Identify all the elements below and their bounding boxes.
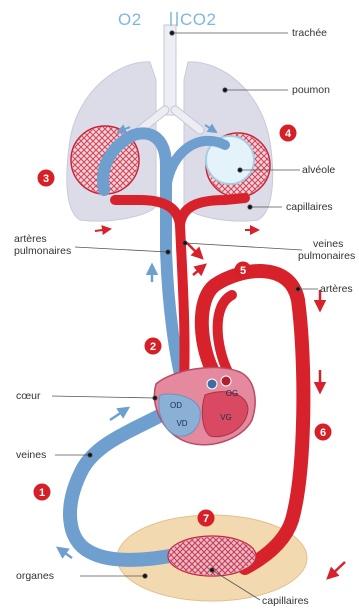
label-coeur: cœur bbox=[16, 390, 41, 402]
marker-7: 7 bbox=[198, 510, 215, 527]
label-arteres-pulm-1: artères bbox=[14, 233, 47, 245]
label-vd: VD bbox=[176, 419, 187, 428]
label-trachee: trachée bbox=[292, 27, 327, 39]
svg-text:4: 4 bbox=[285, 128, 292, 140]
label-arteres: artères bbox=[320, 283, 353, 295]
svg-text:3: 3 bbox=[43, 173, 49, 185]
label-od: OD bbox=[170, 401, 182, 410]
marker-3: 3 bbox=[38, 170, 55, 187]
svg-text:6: 6 bbox=[320, 427, 326, 439]
marker-6: 6 bbox=[315, 424, 332, 441]
label-capillaires-bottom: capillaires bbox=[262, 595, 309, 607]
marker-4: 4 bbox=[280, 125, 297, 142]
svg-text:5: 5 bbox=[240, 265, 246, 277]
svg-text:2: 2 bbox=[150, 341, 156, 353]
label-veines: veines bbox=[16, 449, 46, 461]
o2-label: O2 bbox=[118, 10, 142, 30]
trachea bbox=[164, 25, 176, 115]
svg-text:7: 7 bbox=[203, 513, 209, 525]
marker-2: 2 bbox=[145, 338, 162, 355]
label-og: OG bbox=[226, 389, 238, 398]
marker-5: 5 bbox=[235, 262, 252, 279]
label-organes: organes bbox=[16, 570, 54, 582]
label-poumon: poumon bbox=[292, 84, 330, 96]
co2-label: CO2 bbox=[180, 10, 216, 30]
label-arteres-pulm-2: pulmonaires bbox=[14, 245, 71, 257]
label-vg: VG bbox=[220, 413, 232, 422]
marker-1: 1 bbox=[34, 484, 51, 501]
label-capillaires-top: capillaires bbox=[286, 201, 333, 213]
svg-text:1: 1 bbox=[39, 487, 45, 499]
label-alveole: alvéole bbox=[302, 164, 335, 176]
label-veines-pulm-1: veines bbox=[313, 238, 343, 250]
label-veines-pulm-2: pulmonaires bbox=[298, 250, 355, 262]
